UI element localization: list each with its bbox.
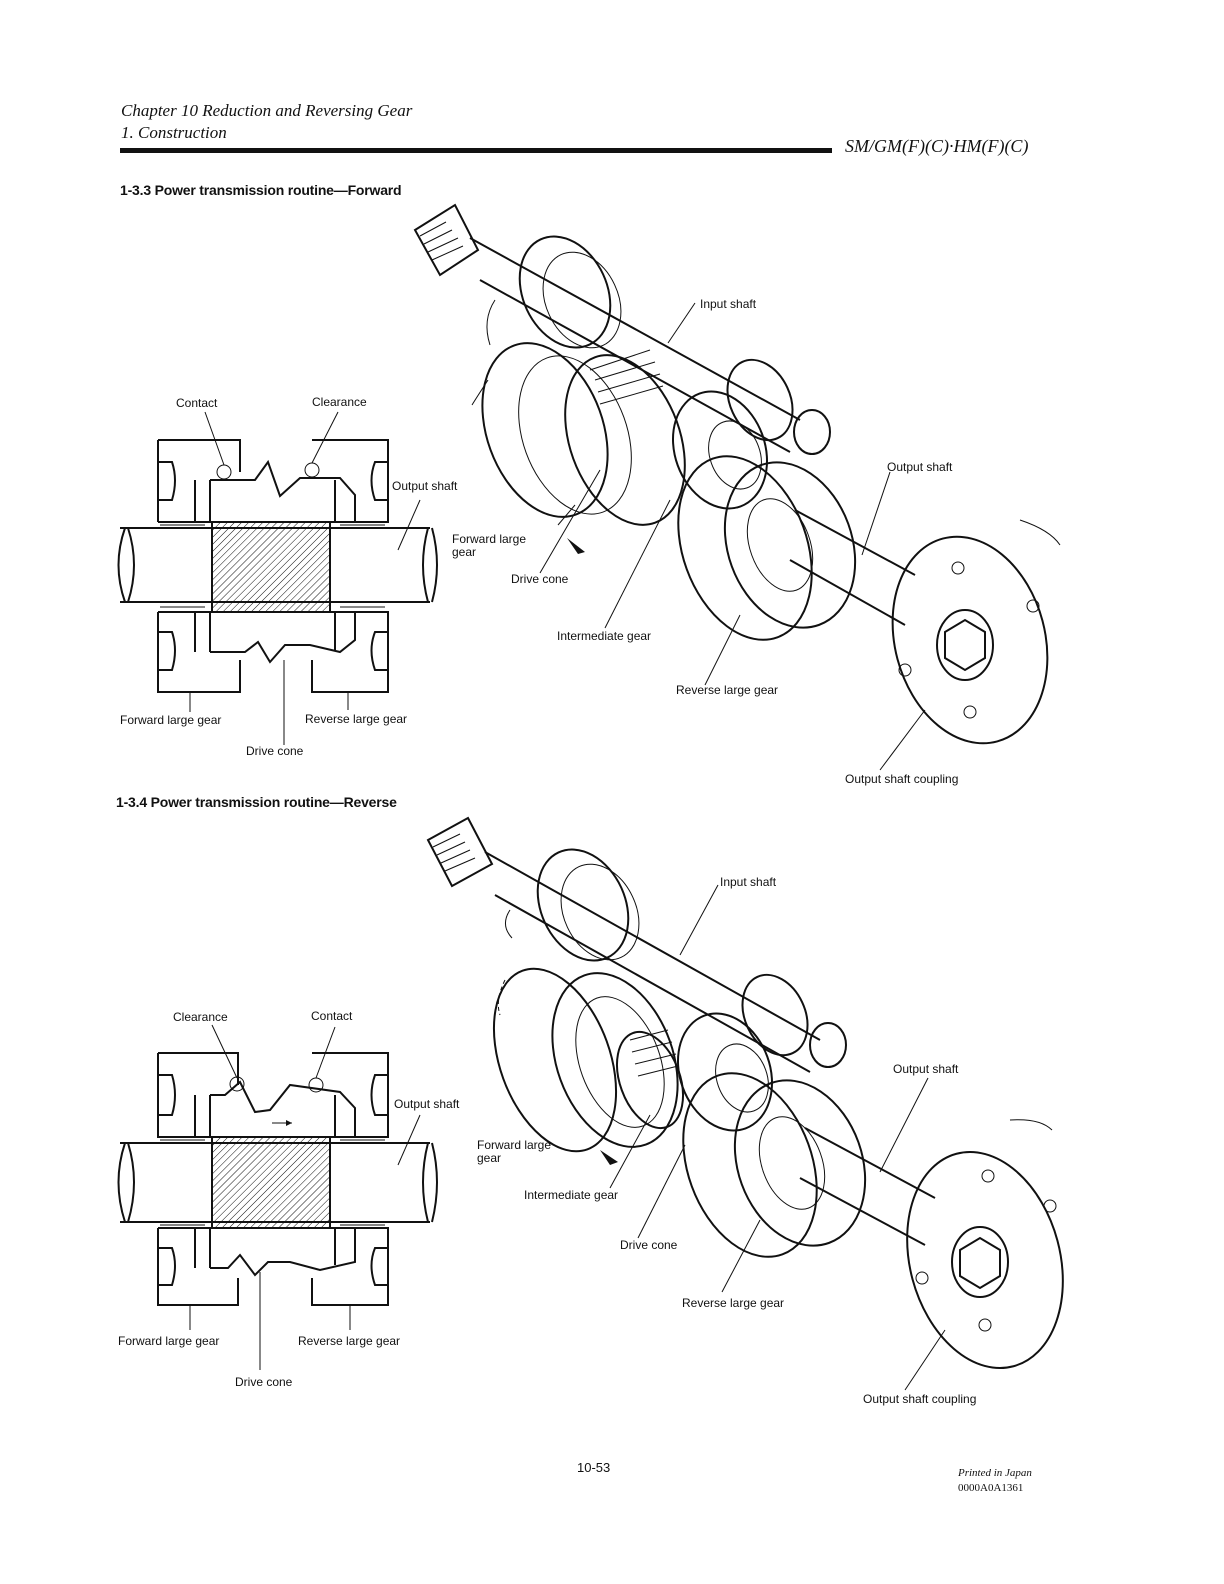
chapter-title: Chapter 10 Reduction and Reversing Gear: [121, 101, 413, 120]
reverse-contact-label: Contact: [311, 1009, 353, 1023]
forward-assembly-illustration: [413, 203, 1061, 771]
forward-section-forward-large-gear-label: Forward large gear: [120, 713, 222, 727]
reverse-cross-section: [117, 1024, 438, 1370]
reverse-drive-cone-label: Drive cone: [620, 1238, 678, 1252]
forward-cross-section: [117, 411, 438, 745]
forward-section-drive-cone-label: Drive cone: [246, 744, 304, 758]
forward-forward-large-gear-label: Forward large gear: [452, 532, 527, 559]
forward-reverse-large-gear-label: Reverse large gear: [676, 683, 779, 697]
reverse-section-reverse-large-gear-label: Reverse large gear: [298, 1334, 401, 1348]
forward-input-shaft-label: Input shaft: [700, 297, 757, 311]
reverse-section-title: 1-3.4 Power transmission routine—Reverse: [116, 794, 397, 810]
header-rule: [120, 148, 832, 153]
forward-output-shaft-coupling-label: Output shaft coupling: [845, 772, 959, 786]
reverse-output-shaft-label: Output shaft: [893, 1062, 959, 1076]
forward-intermediate-gear-label: Intermediate gear: [557, 629, 652, 643]
document-code: 0000A0A1361: [958, 1482, 1024, 1494]
forward-section-reverse-large-gear-label: Reverse large gear: [305, 712, 408, 726]
section-title: 1. Construction: [121, 123, 227, 142]
reverse-forward-large-gear-label: Forward large gear: [477, 1138, 552, 1165]
forward-contact-label: Contact: [176, 396, 218, 410]
reverse-clearance-label: Clearance: [173, 1010, 228, 1024]
reverse-output-shaft-coupling-label: Output shaft coupling: [863, 1392, 977, 1406]
reverse-input-shaft-label: Input shaft: [720, 875, 777, 889]
reverse-intermediate-gear-label: Intermediate gear: [524, 1188, 619, 1202]
reverse-section-forward-large-gear-label: Forward large gear: [118, 1334, 220, 1348]
printed-note: Printed in Japan: [958, 1467, 1032, 1479]
forward-section-title: 1-3.3 Power transmission routine—Forward: [120, 182, 402, 198]
reverse-section-output-shaft-label: Output shaft: [394, 1097, 460, 1111]
forward-drive-cone-label: Drive cone: [511, 572, 569, 586]
reverse-assembly-illustration: [426, 816, 1064, 1391]
chapter-heading: Chapter 10 Reduction and Reversing Gear …: [121, 100, 412, 144]
forward-clearance-label: Clearance: [312, 395, 367, 409]
forward-output-shaft-label: Output shaft: [887, 460, 953, 474]
print-info: Printed in Japan 0000A0A1361: [958, 1466, 1032, 1496]
forward-section-output-shaft-label: Output shaft: [392, 479, 458, 493]
reverse-section-drive-cone-label: Drive cone: [235, 1375, 293, 1389]
reverse-reverse-large-gear-label: Reverse large gear: [682, 1296, 785, 1310]
page-number: 10-53: [577, 1460, 611, 1475]
model-designation: SM/GM(F)(C)·HM(F)(C): [845, 136, 1029, 156]
